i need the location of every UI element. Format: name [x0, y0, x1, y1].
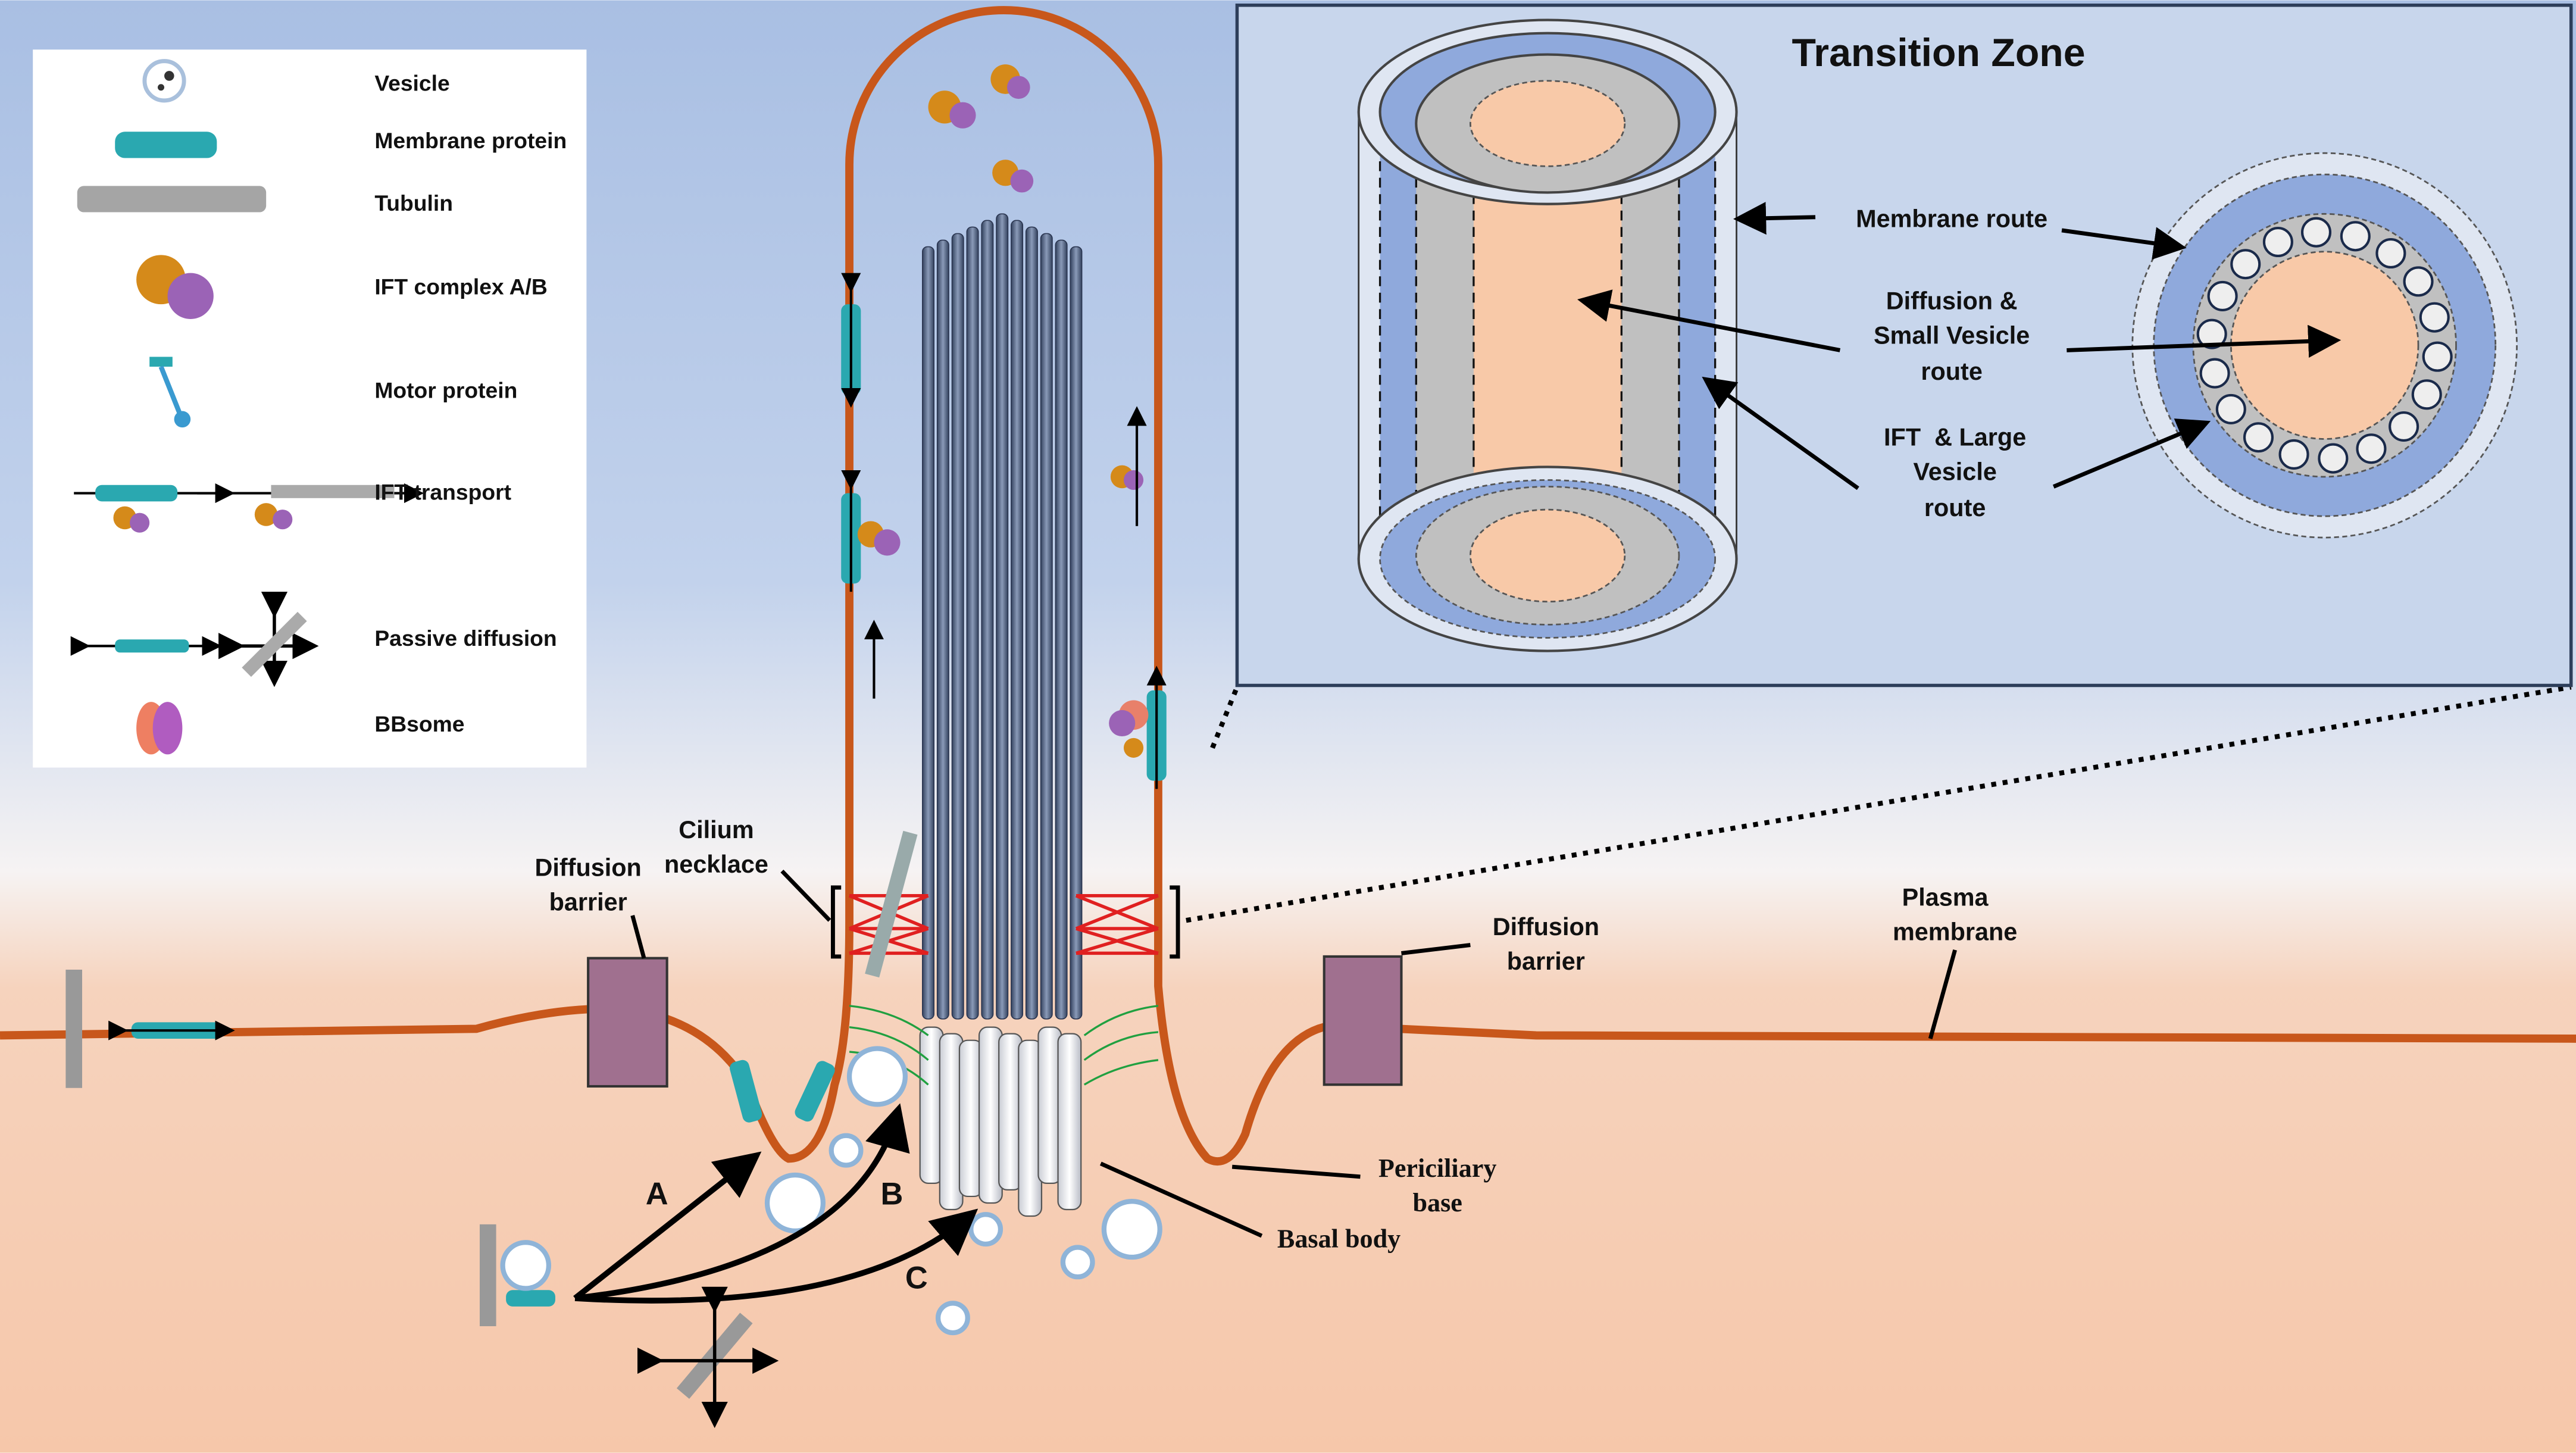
- microtubule: [1011, 220, 1024, 1020]
- vesicles: [500, 1046, 1162, 1336]
- bbsome-icon: [136, 702, 183, 755]
- ift-transport-icon: [74, 483, 424, 533]
- tubulin-left: [65, 970, 83, 1088]
- microtubule-doublet: [2199, 358, 2230, 389]
- microtubule-doublet: [2411, 379, 2442, 410]
- ift-complexes: [857, 64, 1149, 758]
- legend: [33, 49, 587, 768]
- diffusion-cross: [637, 1286, 779, 1429]
- basal-body: [919, 1026, 1082, 1217]
- legend-label: BBsome: [374, 711, 464, 736]
- legend-label: IFT complex A/B: [374, 274, 547, 299]
- microtubule-doublet: [2243, 422, 2274, 453]
- necklace-brackets: [780, 869, 1180, 959]
- ift-route-label-3: route: [1924, 494, 1986, 521]
- microtubule-doublet: [2375, 238, 2406, 269]
- microtubule: [922, 246, 935, 1020]
- legend-label: Membrane protein: [374, 128, 567, 153]
- microtubule-doublet: [2207, 280, 2238, 311]
- transition-zone-title: Transition Zone: [1792, 31, 2085, 75]
- microtubule-doublet: [2419, 302, 2450, 333]
- label-plasma-membrane: Plasma: [1902, 883, 1989, 911]
- label-path-a: A: [646, 1177, 668, 1212]
- microtubule-doublet: [2318, 443, 2349, 474]
- microtubule-doublet: [2422, 341, 2453, 372]
- tubulin-bottom-left: [479, 1224, 496, 1326]
- label-diffusion-barrier-left: Diffusion: [534, 854, 641, 882]
- label-path-b: B: [880, 1177, 903, 1212]
- microtubule: [1055, 239, 1068, 1020]
- transition-zone-cylinder: [1357, 18, 1738, 652]
- label-diffusion-barrier-left-2: barrier: [549, 889, 627, 916]
- ift-route-label-2: Vesicle: [1913, 458, 1996, 485]
- ift-route-label-1: IFT & Large: [1884, 424, 2026, 451]
- microtubule-doublet: [2300, 217, 2332, 248]
- label-path-c: C: [905, 1261, 928, 1295]
- legend-label: Passive diffusion: [374, 626, 557, 651]
- microtubule-doublet: [2215, 393, 2246, 424]
- label-periciliary-base-2: base: [1412, 1188, 1462, 1217]
- transport-arrows: [108, 273, 1167, 1040]
- label-basal-body: Basal body: [1277, 1224, 1400, 1253]
- microtubule: [1070, 246, 1083, 1020]
- passive-diffusion-icon: [70, 592, 319, 688]
- microtubule-doublet: [2340, 221, 2371, 252]
- microtubule: [936, 239, 949, 1020]
- diffusion-barrier-left: [587, 957, 668, 1088]
- microtubule-doublet: [2389, 411, 2419, 442]
- membrane-route-label: Membrane route: [1856, 205, 2047, 232]
- leader-lines: [630, 915, 1957, 1238]
- transition-zone-panel: Transition Zone Membrane route Diffusion…: [1235, 4, 2573, 688]
- label-diffusion-barrier-right-2: barrier: [1507, 948, 1585, 975]
- legend-label: Motor protein: [374, 377, 517, 402]
- tubulin-necklace: [865, 830, 918, 978]
- legend-label: IFT transport: [374, 480, 511, 505]
- diffusion-route-label-3: route: [1921, 358, 1982, 385]
- entry-paths: [573, 1103, 978, 1304]
- microtubule: [1025, 226, 1038, 1020]
- label-cilium-necklace: Cilium: [679, 816, 754, 843]
- vesicle-icon: [142, 59, 186, 103]
- microtubule: [1040, 233, 1053, 1020]
- microtubule: [981, 220, 994, 1020]
- diffusion-route-label-2: Small Vesicle: [1874, 321, 2030, 349]
- label-diffusion-barrier-right: Diffusion: [1493, 913, 1599, 940]
- microtubule-doublet: [2356, 433, 2387, 464]
- microtubule-doublet: [2230, 249, 2261, 280]
- diffusion-route-label-1: Diffusion &: [1886, 287, 2018, 314]
- legend-label: Vesicle: [374, 70, 449, 95]
- label-periciliary-base: Periciliary: [1378, 1154, 1497, 1183]
- tubulin-icon: [77, 186, 267, 213]
- microtubule-doublet: [2262, 226, 2293, 258]
- legend-label: Tubulin: [374, 190, 453, 215]
- microtubule-doublet: [2278, 439, 2309, 470]
- ift-complex-icon: [136, 255, 214, 319]
- label-plasma-membrane-2: membrane: [1893, 918, 2017, 945]
- microtubule-doublet: [2196, 318, 2227, 349]
- microtubule: [951, 233, 964, 1020]
- axoneme: [922, 213, 1083, 1020]
- diffusion-barrier-right: [1323, 955, 1403, 1086]
- zoom-dotted-line: [1186, 685, 2572, 923]
- microtubule: [996, 213, 1009, 1020]
- motor-protein-icon: [149, 357, 191, 428]
- microtubule-doublet: [2403, 266, 2434, 297]
- label-cilium-necklace-2: necklace: [664, 851, 768, 878]
- basal-body-triplet: [1057, 1033, 1082, 1211]
- microtubule: [966, 226, 979, 1020]
- membrane-protein-icon: [115, 132, 217, 158]
